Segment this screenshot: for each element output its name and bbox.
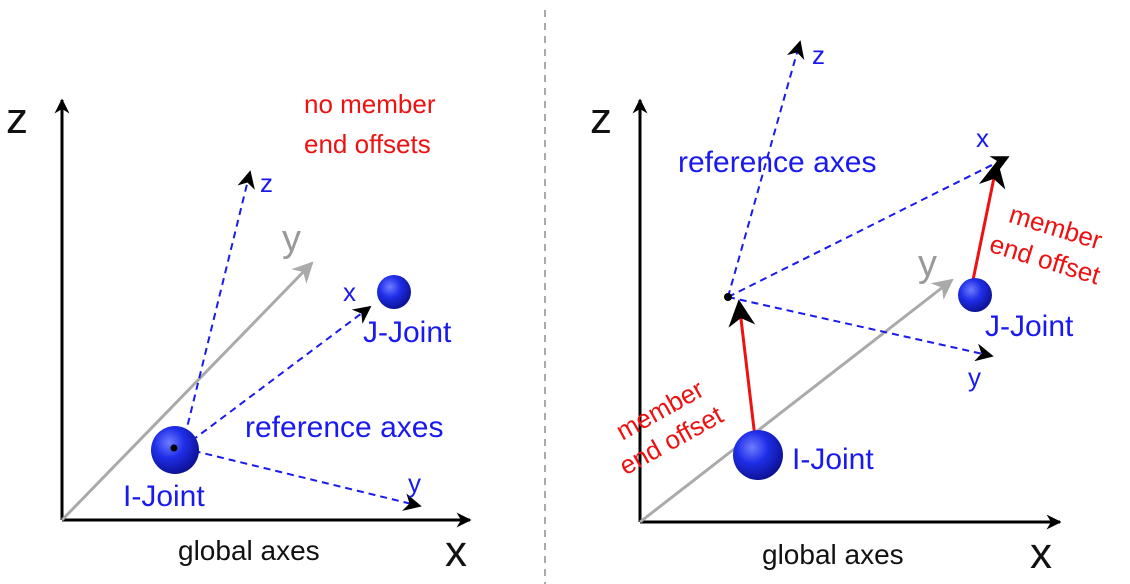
right-ref-y-axis [727,296,994,362]
left-i-joint-origin-dot [170,444,178,452]
right-j-joint [958,278,992,312]
right-global-x-label: x [1030,529,1052,578]
left-panel: z x y global axes z x y reference axes n… [6,89,472,576]
right-ref-y-label: y [968,362,981,392]
right-ref-z-axis [727,40,805,298]
right-i-joint [733,430,783,480]
left-ref-y-label: y [408,468,421,498]
left-ref-x-label: x [343,277,356,307]
left-global-y-axis [60,261,314,522]
right-global-z-label: z [590,94,612,143]
right-reference-axes-caption: reference axes [678,146,876,179]
left-ref-y-axis [181,447,422,511]
right-global-y-axis [639,278,954,524]
left-i-joint-label: I-Joint [123,480,205,513]
left-ref-x-axis [181,305,372,449]
left-note-line2: end offsets [304,129,431,159]
right-i-end-offset-arrow [728,299,758,447]
right-panel: z x y global axes z x y reference axes m… [590,40,1106,578]
right-global-y-label: y [918,243,937,285]
left-j-joint-label: J-Joint [363,316,452,349]
right-offset-origin-dot [724,293,732,301]
left-ref-z-axis [181,170,255,449]
right-ref-x-axis [727,156,1010,298]
left-j-joint [377,275,411,309]
right-i-joint-label: I-Joint [792,443,874,476]
left-global-y-label: y [282,218,301,260]
left-note-line1: no member [304,89,436,119]
left-global-axes-caption: global axes [178,535,320,566]
left-ref-z-label: z [260,168,273,198]
left-global-x-label: x [445,527,467,576]
right-ref-x-label: x [976,123,989,153]
right-global-axes-caption: global axes [762,539,904,570]
right-j-joint-label: J-Joint [985,310,1074,343]
left-global-z-label: z [6,94,28,143]
right-j-end-offset-arrow [970,160,1006,286]
right-ref-z-label: z [812,40,825,70]
left-reference-axes-caption: reference axes [245,411,443,444]
